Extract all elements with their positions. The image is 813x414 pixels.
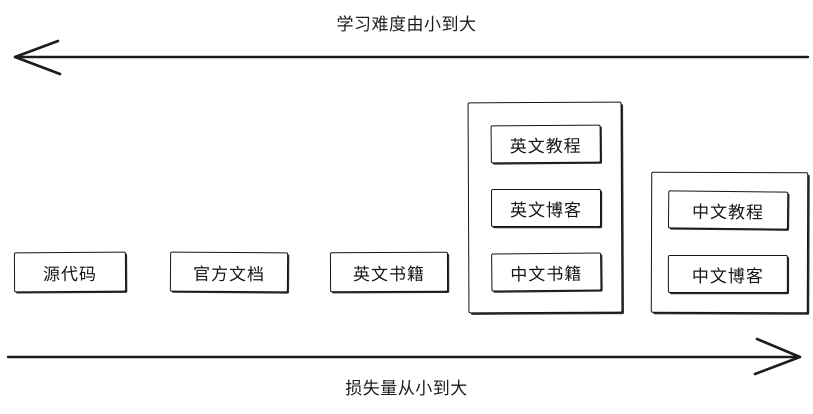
node-box-english-tutorial[interactable]: 英文教程 [490,124,601,164]
top-axis-label: 学习难度由小到大 [336,15,477,35]
top-arrow-left [13,39,810,76]
node-box-chinese-blog[interactable]: 中文博客 [667,254,788,293]
node-box-official-docs[interactable]: 官方文档 [169,251,289,293]
node-box-source-code[interactable]: 源代码 [13,251,127,293]
node-box-chinese-tutorial[interactable]: 中文教程 [667,190,789,230]
bottom-arrow-right [6,337,802,376]
bottom-axis-label: 损失量从小到大 [345,379,468,399]
group-english-materials: 英文教程 英文博客 中文书籍 [467,101,623,314]
node-box-english-blog[interactable]: 英文博客 [491,188,602,227]
group-chinese-materials: 中文教程 中文博客 [650,171,809,314]
node-box-chinese-books[interactable]: 中文书籍 [491,252,602,292]
node-box-english-books[interactable]: 英文书籍 [329,251,449,293]
